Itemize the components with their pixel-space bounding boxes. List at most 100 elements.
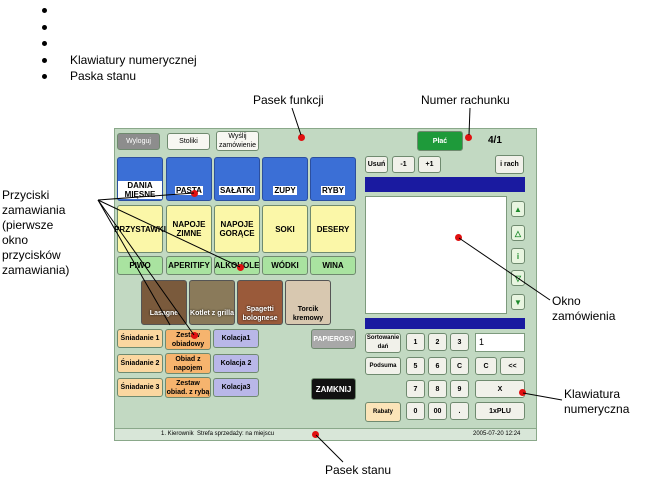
marker-dot	[298, 134, 305, 141]
logout-button[interactable]: Wyloguj	[117, 133, 160, 150]
callout-line	[522, 392, 563, 401]
marker-dot	[312, 431, 319, 438]
bullet-item	[42, 19, 197, 36]
status-user: 1. Kierownik	[161, 431, 194, 437]
bill-info-button[interactable]: i rach	[495, 155, 524, 174]
callout-line	[97, 199, 241, 268]
category-soki[interactable]: SOKI	[262, 205, 308, 253]
bill-number: 4/1	[488, 135, 502, 146]
key-0[interactable]: 0	[406, 402, 425, 420]
minus-one-button[interactable]: -1	[392, 156, 415, 173]
meal-zestaw-z-ryba[interactable]: Zestaw obiad. z rybą	[165, 377, 211, 398]
key-7[interactable]: 7	[406, 380, 425, 398]
send-order-button[interactable]: Wyślij zamówienie	[216, 131, 259, 151]
key-dot[interactable]: .	[450, 402, 469, 420]
arrow-up-top-icon[interactable]: ▲	[511, 201, 525, 217]
category-label: SAŁATKI	[218, 185, 256, 195]
label-klawiatura: Klawiatura numeryczna	[564, 387, 630, 416]
category-ryby[interactable]: RYBY	[310, 157, 356, 201]
category-zupy[interactable]: ZUPY	[262, 157, 308, 201]
subtotal-button[interactable]: Podsuma	[365, 357, 401, 375]
marker-dot	[519, 389, 526, 396]
key-9[interactable]: 9	[450, 380, 469, 398]
callout-line	[458, 237, 551, 301]
category-desery[interactable]: DESERY	[310, 205, 356, 253]
product-label: Lasagne	[149, 310, 179, 317]
key-4[interactable]: 5	[406, 357, 425, 375]
key-1[interactable]: 1	[406, 333, 425, 351]
arrow-down-bottom-icon[interactable]: ▼	[511, 294, 525, 310]
key-multiply[interactable]: X	[475, 380, 525, 398]
callout-line	[315, 434, 344, 463]
label-okno: Okno zamówienia	[552, 294, 616, 323]
close-button[interactable]: ZAMKNIJ	[311, 378, 356, 400]
key-8[interactable]: 8	[428, 380, 447, 398]
marker-dot	[191, 190, 198, 197]
key-6[interactable]: C	[450, 357, 469, 375]
key-1xplu[interactable]: 1xPLU	[475, 402, 525, 420]
product-torcik[interactable]: Torcik kremowy	[285, 280, 331, 325]
pos-window: Wyloguj Stoliki Wyślij zamówienie Płać 4…	[114, 128, 537, 441]
info-icon[interactable]: i	[511, 248, 525, 264]
arrow-up-icon[interactable]: △	[511, 225, 525, 241]
meal-sniadanie-2[interactable]: Śniadanie 2	[117, 354, 163, 373]
category-napoje-zimne[interactable]: NAPOJE ZIMNE	[166, 205, 212, 253]
label-pasek-funkcji: Pasek funkcji	[253, 93, 324, 107]
marker-dot	[191, 332, 198, 339]
key-clear[interactable]: C	[475, 357, 497, 375]
bullet-item: Paska stanu	[42, 68, 197, 85]
category-aperitify[interactable]: APERITIFY	[166, 256, 212, 275]
meal-obiad-z-napojem[interactable]: Obiad z napojem	[165, 353, 211, 374]
category-wina[interactable]: WINA	[310, 256, 356, 275]
product-label: Spagetti bolognese	[242, 305, 278, 322]
category-dania-miesne[interactable]: DANIA MIĘSNE	[117, 157, 163, 201]
plus-one-button[interactable]: +1	[418, 156, 441, 173]
label-przyciski: Przyciski zamawiania (pierwsze okno przy…	[2, 188, 70, 277]
key-backspace[interactable]: <<	[500, 357, 525, 375]
meal-zestaw-obiadowy[interactable]: Zestaw obiadowy	[165, 329, 211, 350]
discounts-button[interactable]: Rabaty	[365, 402, 401, 422]
callout-line	[97, 199, 171, 326]
bullet-list: Klawiatury numerycznej Paska stanu	[42, 2, 197, 85]
product-label: Kotlet z grilla	[190, 310, 234, 317]
category-piwo[interactable]: PIWO	[117, 256, 163, 275]
product-spagetti[interactable]: Spagetti bolognese	[237, 280, 283, 325]
meal-sniadanie-3[interactable]: Śniadanie 3	[117, 378, 163, 397]
cigarettes-button[interactable]: PAPIEROSY	[311, 329, 356, 349]
product-label: Torcik kremowy	[292, 305, 324, 322]
numpad-display[interactable]: 1	[475, 333, 525, 352]
category-label: DANIA MIĘSNE	[118, 181, 162, 199]
key-5[interactable]: 6	[428, 357, 447, 375]
bullet-item	[42, 35, 197, 52]
pay-button[interactable]: Płać	[417, 131, 463, 151]
callout-line	[97, 199, 195, 336]
key-00[interactable]: 00	[428, 402, 447, 420]
marker-dot	[465, 134, 472, 141]
bullet-item	[42, 2, 197, 19]
sort-dishes-button[interactable]: Sortowanie dań	[365, 333, 401, 353]
category-napoje-gorace[interactable]: NAPOJE GORĄCE	[214, 205, 260, 253]
label-pasek-stanu: Pasek stanu	[325, 463, 392, 477]
meal-kolacja-1[interactable]: Kolacja1	[213, 329, 259, 348]
key-3[interactable]: 3	[450, 333, 469, 351]
meal-sniadanie-1[interactable]: Śniadanie 1	[117, 329, 163, 348]
callout-line	[97, 192, 195, 201]
category-wodki[interactable]: WÓDKI	[262, 256, 308, 275]
callout-line	[468, 107, 471, 136]
marker-dot	[237, 264, 244, 271]
category-salatki[interactable]: SAŁATKI	[214, 157, 260, 201]
category-label: PASTA	[175, 185, 203, 195]
status-datetime: 2005-07-20 12:24	[473, 431, 521, 437]
order-header-bar	[365, 177, 525, 192]
category-label: ZUPY	[273, 185, 297, 195]
product-kotlet[interactable]: Kotlet z grilla	[189, 280, 235, 325]
category-label: RYBY	[321, 185, 345, 195]
tables-button[interactable]: Stoliki	[167, 133, 210, 150]
meal-kolacja-2[interactable]: Kolacja 2	[213, 354, 259, 373]
delete-button[interactable]: Usuń	[365, 156, 388, 173]
label-numer-rachunku: Numer rachunku	[421, 93, 510, 107]
key-2[interactable]: 2	[428, 333, 447, 351]
order-footer-bar	[365, 318, 525, 329]
meal-kolacja-3[interactable]: Kolacja3	[213, 378, 259, 397]
